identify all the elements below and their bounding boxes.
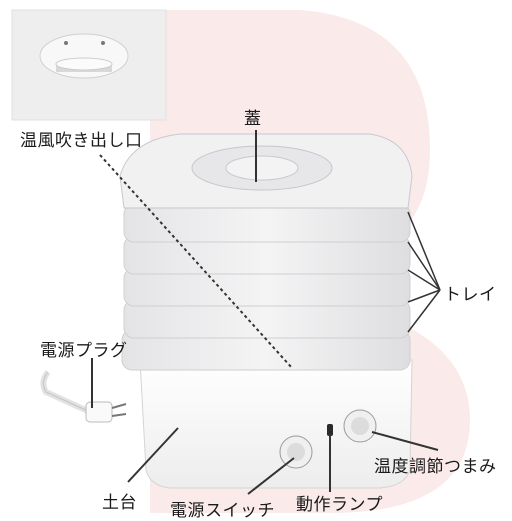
label-vent: 温風吹き出し口: [20, 131, 143, 151]
label-plug: 電源プラグ: [40, 341, 128, 361]
label-lamp: 動作ランプ: [296, 495, 383, 515]
label-base: 土台: [102, 493, 137, 513]
label-switch: 電源スイッチ: [170, 501, 275, 521]
label-lid: 蓋: [244, 109, 262, 129]
label-temperature-dial: 温度調節つまみ: [374, 457, 497, 477]
label-trays: トレイ: [444, 285, 497, 305]
tray-stack: [121, 203, 411, 371]
